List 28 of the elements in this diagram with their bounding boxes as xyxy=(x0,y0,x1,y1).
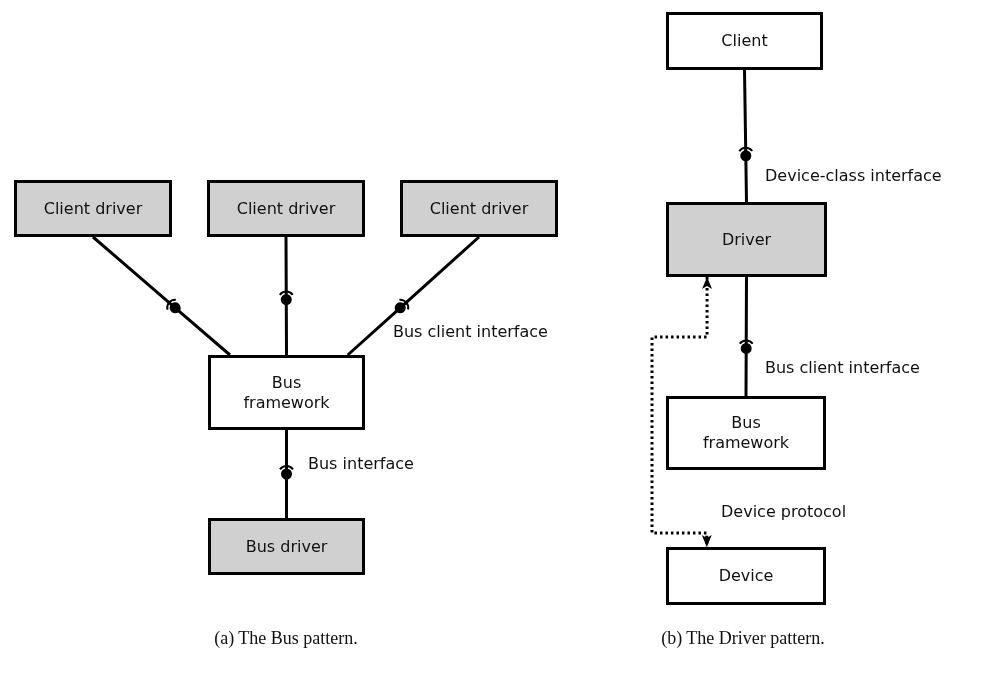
arrow xyxy=(650,277,713,547)
component-name: Device xyxy=(718,566,774,586)
component-name: Client xyxy=(721,31,768,51)
component-box xyxy=(666,547,826,605)
ball-and-socket-connector xyxy=(284,237,288,355)
component-box xyxy=(400,180,558,237)
component-name: Bus framework xyxy=(243,372,330,413)
ball-and-socket-connector xyxy=(743,69,748,203)
component-box xyxy=(14,180,172,237)
component-box xyxy=(666,12,823,70)
ball-and-socket-connector xyxy=(92,235,231,357)
component-name: Bus framework xyxy=(702,413,790,453)
component-name: Driver xyxy=(721,229,772,250)
component-box xyxy=(666,396,826,470)
ball-and-socket-connector xyxy=(744,277,748,396)
figure-caption: (a) The Bus pattern. xyxy=(214,628,358,649)
edge-label: Device protocol xyxy=(720,502,848,521)
component-box xyxy=(208,355,365,430)
component-box xyxy=(666,202,827,277)
component-name: Client driver xyxy=(236,198,336,219)
component-name: Client driver xyxy=(43,198,143,219)
ball-and-socket-connector xyxy=(285,430,288,518)
component-box xyxy=(207,180,365,237)
ball-and-socket-connector xyxy=(346,235,480,357)
figure-caption: (b) The Driver pattern. xyxy=(661,628,825,649)
component-name: Bus driver xyxy=(245,536,328,557)
component-box xyxy=(208,518,365,575)
component-name: Client driver xyxy=(429,198,529,219)
